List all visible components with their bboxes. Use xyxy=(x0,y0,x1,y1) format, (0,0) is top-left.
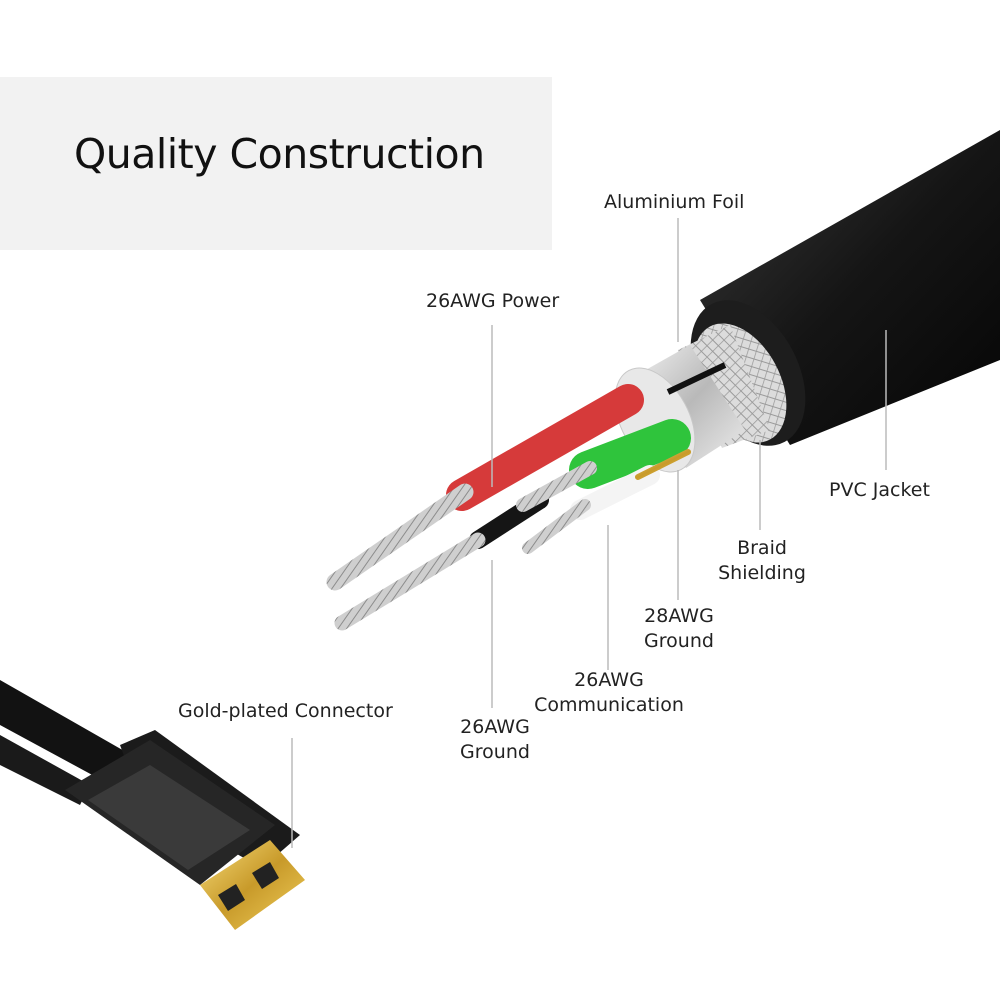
label-aluminium-foil: Aluminium Foil xyxy=(604,189,744,215)
label-28awg-ground-line1: 28AWG xyxy=(634,603,724,629)
label-26awg-power: 26AWG Power xyxy=(426,288,559,314)
label-pvc-jacket: PVC Jacket xyxy=(829,477,930,503)
label-26awg-ground-line2: Ground xyxy=(450,739,540,765)
label-28awg-ground-line2: Ground xyxy=(634,628,724,654)
label-26awg-communication-line1: 26AWG xyxy=(527,667,691,693)
label-gold-plated-connector: Gold-plated Connector xyxy=(178,698,393,724)
label-26awg-ground-line1: 26AWG xyxy=(450,714,540,740)
label-26awg-communication-line2: Communication xyxy=(527,692,691,718)
label-braid-shielding-line2: Shielding xyxy=(714,560,810,586)
label-braid-shielding-line1: Braid xyxy=(714,535,810,561)
wire-power-red xyxy=(335,400,628,582)
